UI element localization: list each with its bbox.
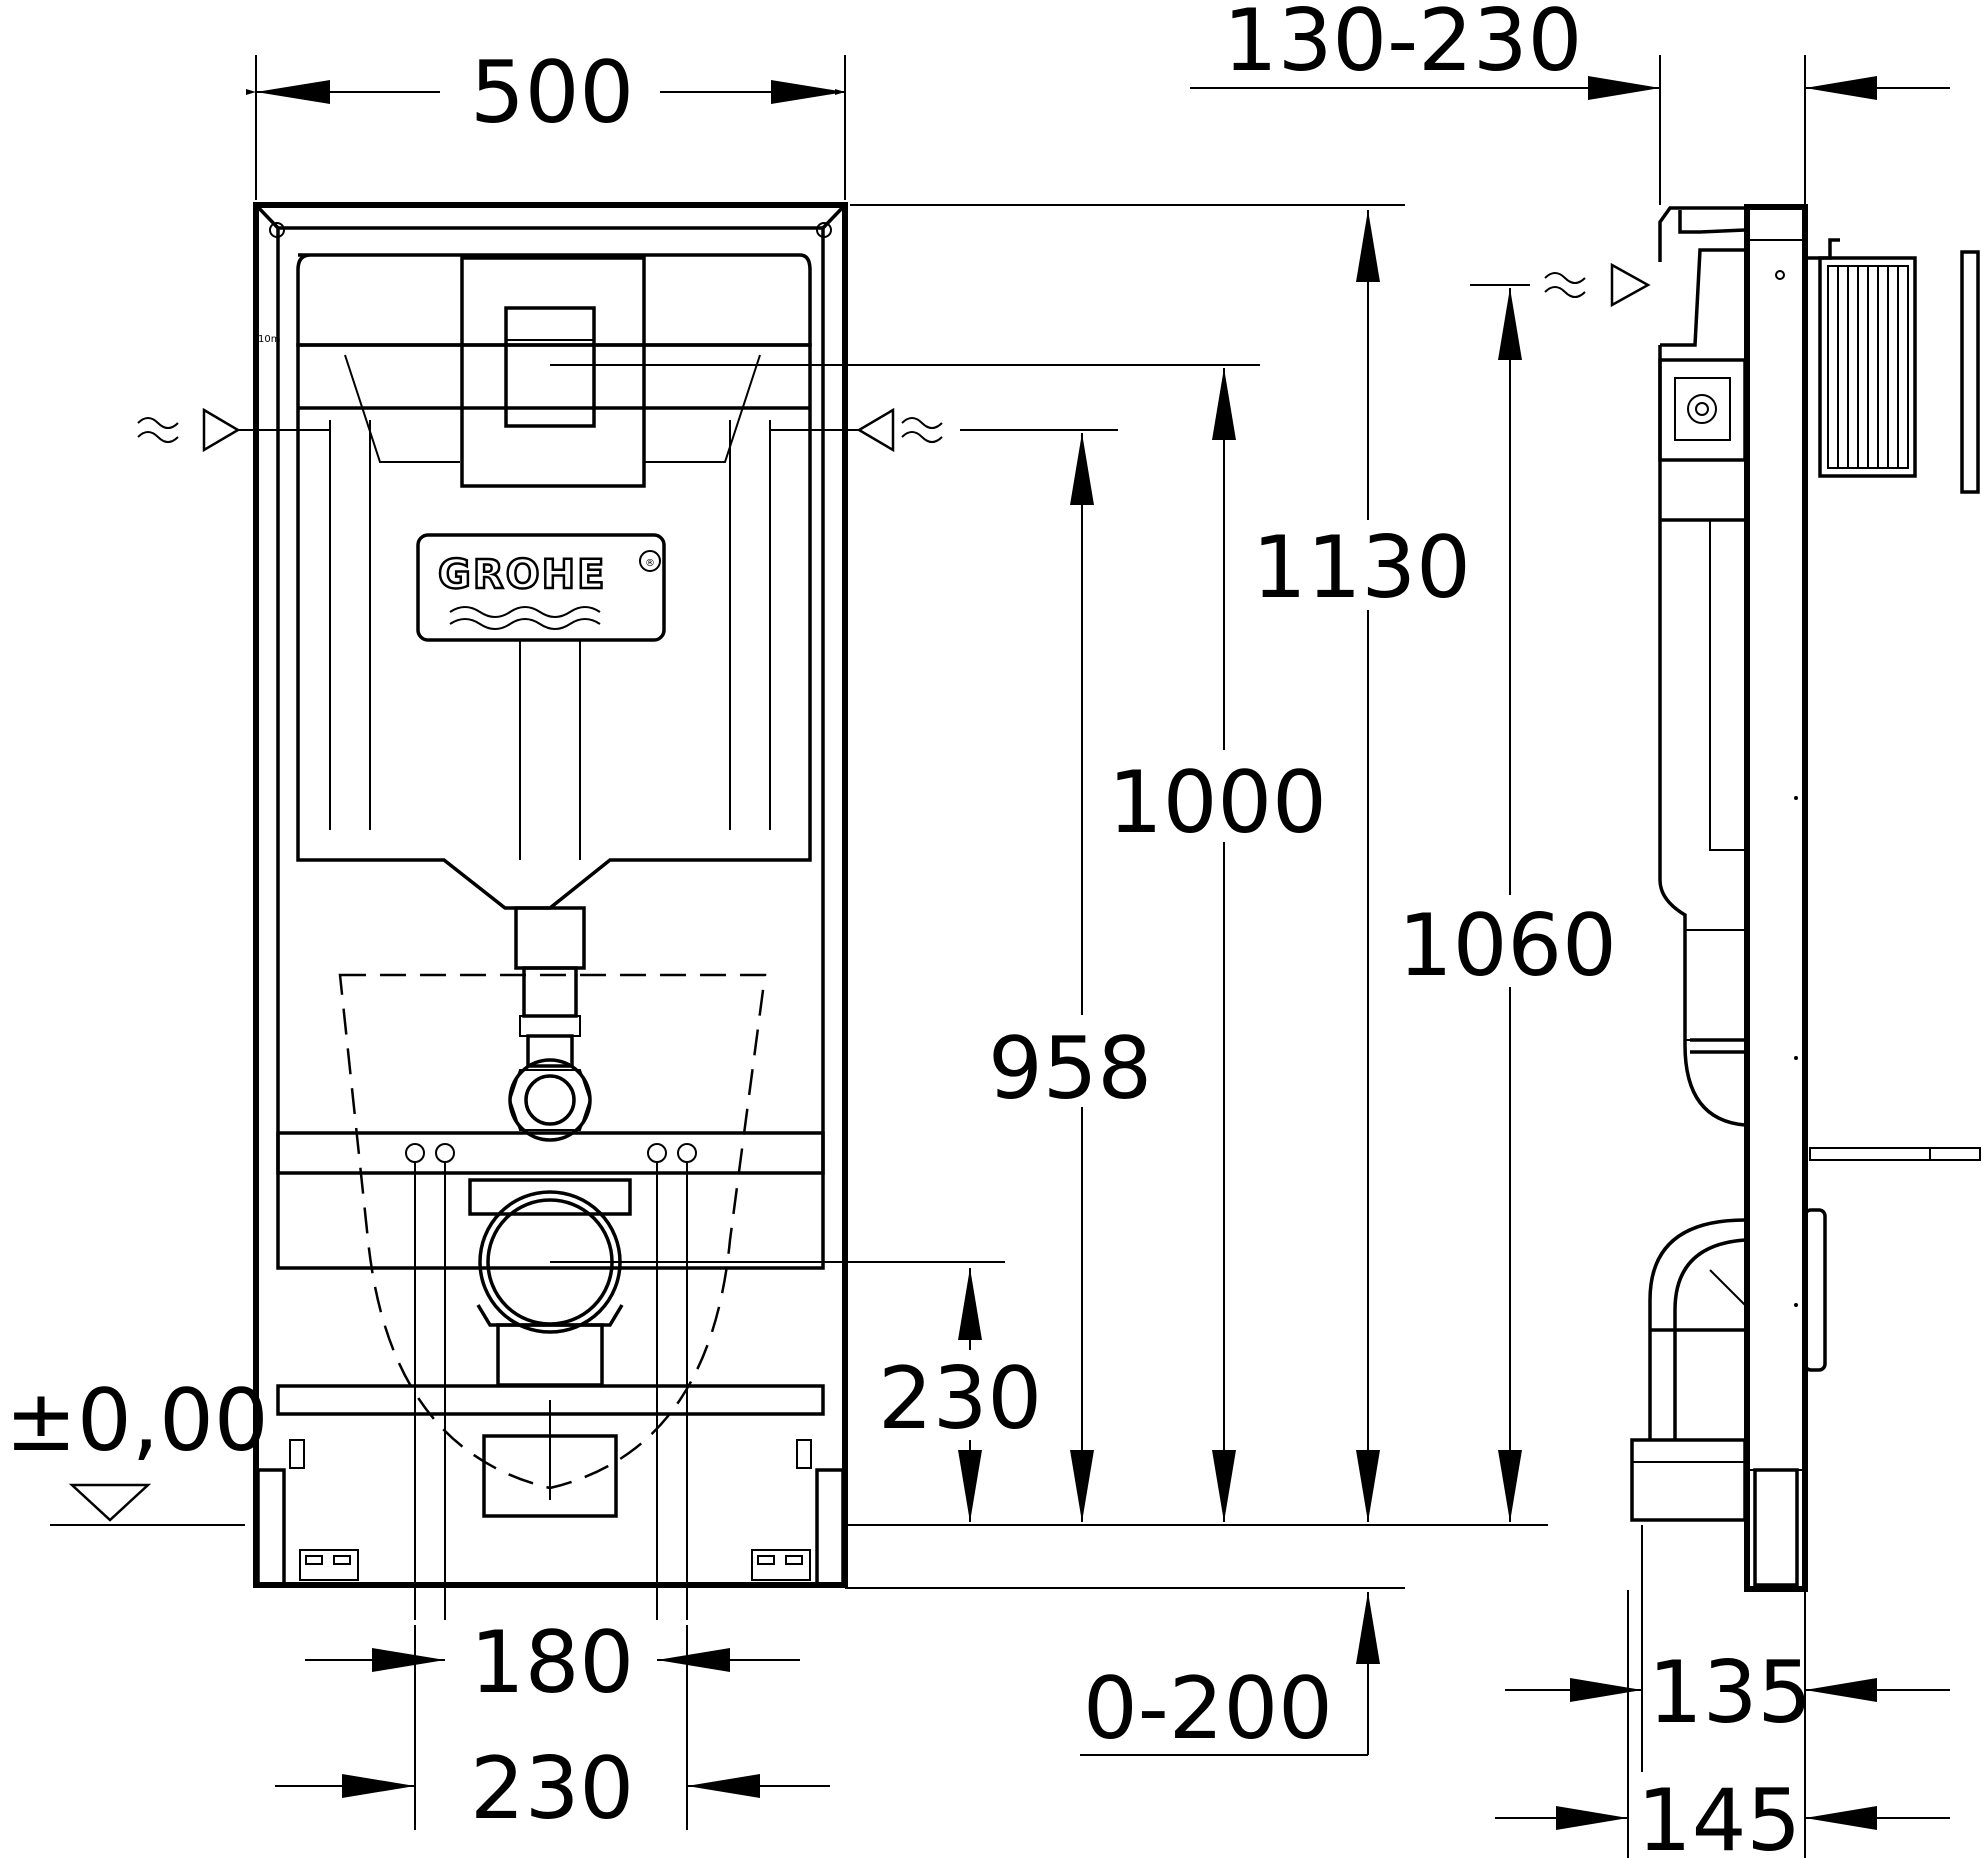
- dimension-130-230: 130-230: [1223, 0, 1582, 91]
- water-inlet-icon: [1470, 262, 1651, 308]
- floor-level-label: ±0,00: [5, 1371, 269, 1471]
- installation-frame: 10m: [253, 202, 848, 1588]
- grohe-logo-text: GROHE: [438, 552, 606, 598]
- dimension-fixing-inner: 180: [305, 1613, 800, 1713]
- dimension-180: 180: [470, 1613, 634, 1713]
- dimension-width: 500: [246, 43, 845, 143]
- front-view: 10m GROHE ®: [5, 43, 1548, 1839]
- dimension-leg-adjustment: 0-200: [1080, 1592, 1380, 1759]
- dimension-230-height: 230: [878, 1349, 1042, 1449]
- dimension-flush-plate: 1000: [1105, 368, 1345, 1522]
- dimension-230-spacing: 230: [470, 1739, 634, 1839]
- dimension-0-200: 0-200: [1083, 1659, 1333, 1759]
- dimension-depth-145: 145: [1495, 1771, 1950, 1858]
- side-rod: [1809, 1147, 1981, 1161]
- side-view: 130-230 1060 135 145: [1190, 0, 1981, 1858]
- dimension-drain-height: 230: [875, 1268, 1050, 1522]
- dimension-1130: 1130: [1252, 518, 1471, 618]
- dimension-145: 145: [1637, 1771, 1801, 1858]
- floor-level: ±0,00: [5, 1371, 269, 1522]
- toilet-outline: [338, 973, 767, 1490]
- dimension-wall-distance: 130-230: [1190, 0, 1950, 100]
- dimension-500: 500: [470, 43, 634, 143]
- mounting-bolts: [405, 1143, 697, 1620]
- dimension-958: 958: [988, 1019, 1152, 1119]
- registered-mark: ®: [645, 558, 655, 569]
- threaded-sleeve: [1827, 265, 1909, 469]
- dimension-1060: 1060: [1398, 896, 1617, 996]
- dimension-135: 135: [1648, 1643, 1812, 1743]
- side-drain-bend: [1630, 1208, 1827, 1522]
- side-actuator: [1805, 238, 1980, 494]
- dimension-fixing-outer: 230: [275, 1739, 830, 1839]
- frame-marking: 10m: [258, 334, 280, 345]
- cistern: GROHE ®: [296, 253, 812, 1142]
- side-cistern: [1658, 206, 1747, 1127]
- drain-outlet: [468, 1178, 632, 1518]
- side-frame: [1744, 204, 1808, 1592]
- dimension-height-total: 1130: [1250, 210, 1471, 1522]
- extension-lines: [50, 55, 1548, 1830]
- dimension-inlet-height: 1060: [1395, 288, 1625, 1522]
- grohe-logo-icon: GROHE ®: [437, 550, 661, 630]
- floor-level-icon: [68, 1483, 152, 1522]
- dimension-1000: 1000: [1108, 753, 1327, 853]
- water-inlet-icon: [137, 407, 943, 453]
- dimension-depth-135: 135: [1505, 1643, 1950, 1743]
- dimension-water-inlet: 958: [985, 433, 1165, 1522]
